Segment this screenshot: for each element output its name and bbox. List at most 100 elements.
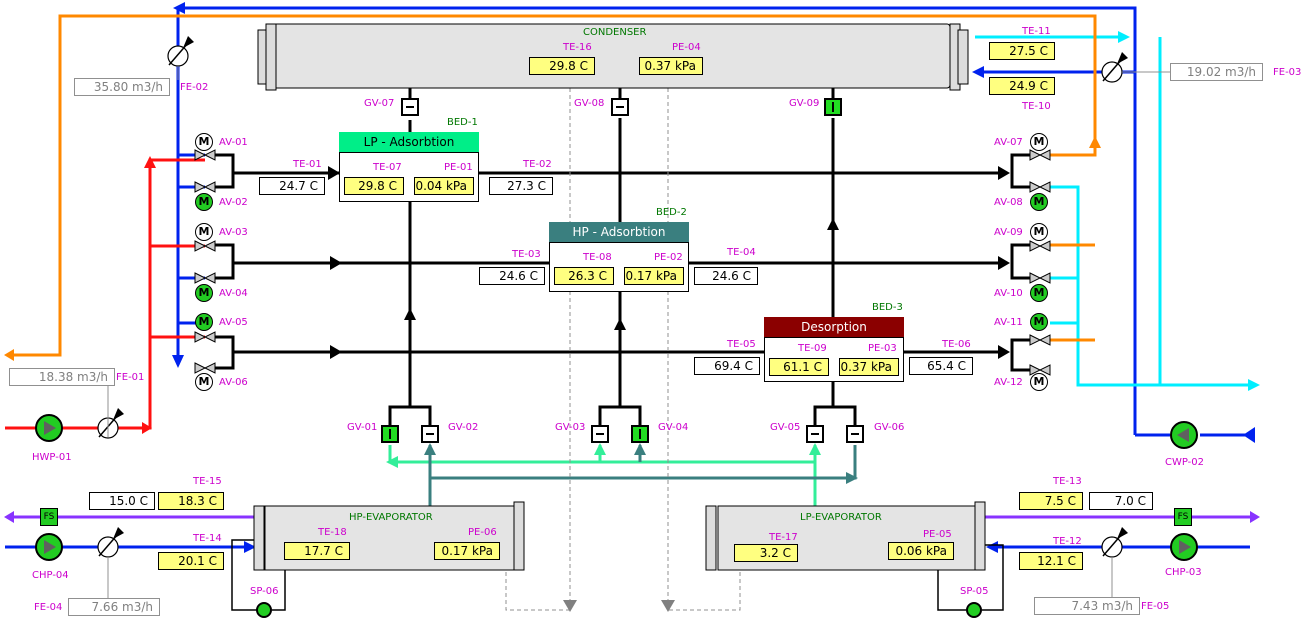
sp-06-pump[interactable] xyxy=(256,602,272,618)
te-12-tag: TE-12 xyxy=(1053,536,1082,547)
gv-05-tag: GV-05 xyxy=(770,422,801,433)
chp-03-tag: CHP-03 xyxy=(1165,567,1202,578)
te-10-tag: TE-10 xyxy=(1022,101,1051,112)
te-16-value: 29.8 C xyxy=(529,57,595,75)
gv-09-valve[interactable] xyxy=(824,98,842,116)
cwp-02-tag: CWP-02 xyxy=(1165,457,1205,468)
bed-3-tag: BED-3 xyxy=(872,302,903,313)
gv-03-valve[interactable] xyxy=(591,425,609,443)
te-07-tag: TE-07 xyxy=(373,162,402,173)
fe-02-tag: FE-02 xyxy=(180,82,209,93)
sp-05-tag: SP-05 xyxy=(960,586,989,597)
te-05-value: 69.4 C xyxy=(694,357,760,375)
pe-05-tag: PE-05 xyxy=(923,529,952,540)
te-14-tag: TE-14 xyxy=(193,533,222,544)
fe-05-value: 7.43 m3/h xyxy=(1034,597,1140,615)
av-02-motor[interactable]: M xyxy=(195,193,213,211)
gv-07-tag: GV-07 xyxy=(364,98,395,109)
bed-1-title: LP - Adsorbtion xyxy=(339,132,479,152)
pe-03-tag: PE-03 xyxy=(868,343,897,354)
fe-04-tag: FE-04 xyxy=(34,602,63,613)
pe-04-value: 0.37 kPa xyxy=(639,57,703,75)
av-05-motor[interactable]: M xyxy=(195,313,213,331)
av-09-motor[interactable]: M xyxy=(1030,223,1048,241)
av-11-motor[interactable]: M xyxy=(1030,313,1048,331)
te-10-value: 24.9 C xyxy=(989,77,1055,95)
chp-04-tag: CHP-04 xyxy=(32,570,69,581)
av-04-tag: AV-04 xyxy=(219,288,248,299)
fe-02-value: 35.80 m3/h xyxy=(74,78,170,96)
av-01-motor[interactable]: M xyxy=(195,133,213,151)
gv-03-tag: GV-03 xyxy=(555,422,586,433)
fs-hp-switch[interactable]: FS xyxy=(40,508,58,526)
av-06-tag: AV-06 xyxy=(219,377,248,388)
gv-07-valve[interactable] xyxy=(401,98,419,116)
te-04-value: 24.6 C xyxy=(694,267,758,285)
te-07-value: 29.8 C xyxy=(344,177,404,195)
te-03-tag: TE-03 xyxy=(512,249,541,260)
te-02-value: 27.3 C xyxy=(489,177,553,195)
av-12-motor[interactable]: M xyxy=(1030,373,1048,391)
av-11-tag: AV-11 xyxy=(994,317,1023,328)
pe-01-tag: PE-01 xyxy=(444,162,473,173)
te-18-tag: TE-18 xyxy=(318,527,347,538)
chp-04-pump[interactable] xyxy=(35,533,63,561)
av-07-motor[interactable]: M xyxy=(1030,133,1048,151)
bed-1-tag: BED-1 xyxy=(447,117,478,128)
chp-03-pump[interactable] xyxy=(1170,533,1198,561)
te-17-value: 3.2 C xyxy=(734,544,798,562)
te-18-value: 17.7 C xyxy=(284,542,350,560)
av-02-tag: AV-02 xyxy=(219,197,248,208)
gv-05-valve[interactable] xyxy=(806,425,824,443)
lp-extra-value: 7.0 C xyxy=(1089,492,1153,510)
fe-01-tag: FE-01 xyxy=(116,372,145,383)
av-05-tag: AV-05 xyxy=(219,317,248,328)
te-11-value: 27.5 C xyxy=(989,42,1055,60)
drain-lines xyxy=(505,88,741,612)
pe-02-tag: PE-02 xyxy=(654,252,683,263)
bed-2-title: HP - Adsorbtion xyxy=(549,222,689,242)
av-03-tag: AV-03 xyxy=(219,227,248,238)
sp-05-pump[interactable] xyxy=(966,602,982,618)
gv-06-tag: GV-06 xyxy=(874,422,905,433)
te-04-tag: TE-04 xyxy=(727,247,756,258)
av-03-motor[interactable]: M xyxy=(195,223,213,241)
te-15-value: 18.3 C xyxy=(158,492,224,510)
gv-04-valve[interactable] xyxy=(631,425,649,443)
av-09-tag: AV-09 xyxy=(994,227,1023,238)
arrow-left-icon xyxy=(173,2,185,14)
cooling-water-pipes xyxy=(4,2,1260,443)
av-08-motor[interactable]: M xyxy=(1030,193,1048,211)
av-10-motor[interactable]: M xyxy=(1030,284,1048,302)
hwp-01-pump[interactable] xyxy=(35,414,63,442)
hwp-01-tag: HWP-01 xyxy=(32,452,72,463)
te-14-value: 20.1 C xyxy=(158,552,224,570)
av-06-motor[interactable]: M xyxy=(195,373,213,391)
av-04-motor[interactable]: M xyxy=(195,284,213,302)
te-09-value: 61.1 C xyxy=(769,358,829,376)
pe-02-value: 0.17 kPa xyxy=(624,267,684,285)
te-09-tag: TE-09 xyxy=(798,343,827,354)
pe-06-value: 0.17 kPa xyxy=(434,542,500,560)
te-17-tag: TE-17 xyxy=(769,532,798,543)
gv-02-valve[interactable] xyxy=(421,425,439,443)
fs-lp-switch[interactable]: FS xyxy=(1174,508,1192,526)
av-08-tag: AV-08 xyxy=(994,197,1023,208)
te-06-value: 65.4 C xyxy=(909,357,973,375)
gv-06-valve[interactable] xyxy=(846,425,864,443)
fe-01-value: 18.38 m3/h xyxy=(9,368,115,386)
te-16-tag: TE-16 xyxy=(563,42,592,53)
sp-06-tag: SP-06 xyxy=(250,586,279,597)
cwp-02-pump[interactable] xyxy=(1170,421,1198,449)
te-08-value: 26.3 C xyxy=(554,267,614,285)
pe-06-tag: PE-06 xyxy=(468,527,497,538)
te-08-tag: TE-08 xyxy=(583,252,612,263)
te-12-value: 12.1 C xyxy=(1019,552,1083,570)
gv-08-valve[interactable] xyxy=(611,98,629,116)
vessels xyxy=(253,23,986,571)
te-03-value: 24.6 C xyxy=(479,267,545,285)
te-13-tag: TE-13 xyxy=(1053,476,1082,487)
av-07-tag: AV-07 xyxy=(994,137,1023,148)
gv-01-valve[interactable] xyxy=(381,425,399,443)
